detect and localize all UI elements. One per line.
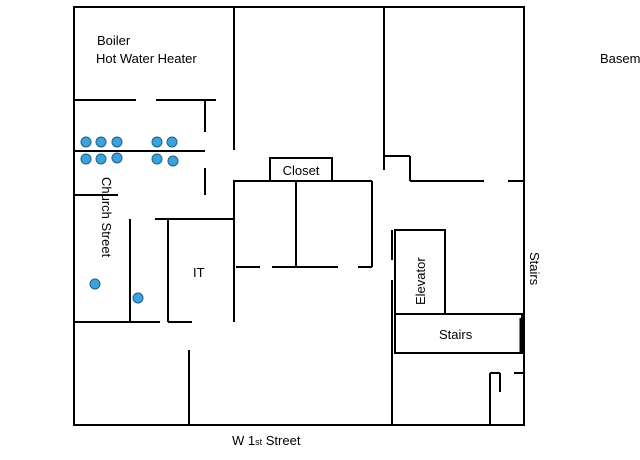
basement-label: Basem — [600, 51, 640, 66]
marker-dot — [151, 136, 163, 148]
marker-dot — [80, 136, 92, 148]
marker-dot — [167, 155, 179, 167]
street-prefix: W 1 — [232, 433, 255, 448]
elevator-box — [394, 229, 446, 315]
marker-dot — [80, 153, 92, 165]
stairs-side-label: Stairs — [527, 252, 542, 286]
marker-dot — [111, 136, 123, 148]
marker-dot — [111, 152, 123, 164]
closet-label: Closet — [283, 163, 320, 178]
marker-dot — [89, 278, 101, 290]
outer-wall — [73, 6, 525, 426]
marker-dot — [132, 292, 144, 304]
walls — [73, 6, 525, 426]
street-suffix: Street — [262, 433, 301, 448]
church-street-label: Church Street — [99, 177, 114, 258]
boiler-label: Boiler — [97, 33, 131, 48]
hot-water-heater-label: Hot Water Heater — [96, 51, 197, 66]
it-label: IT — [193, 265, 205, 280]
marker-dot — [95, 136, 107, 148]
marker-dot — [166, 136, 178, 148]
marker-dot — [95, 153, 107, 165]
markers — [80, 136, 179, 304]
street-ordinal: st — [255, 437, 263, 447]
marker-dot — [151, 153, 163, 165]
closet-box — [269, 157, 333, 182]
street-label: W 1st Street — [232, 433, 301, 448]
stairs-center-label: Stairs — [439, 327, 473, 342]
elevator-label: Elevator — [413, 257, 428, 305]
